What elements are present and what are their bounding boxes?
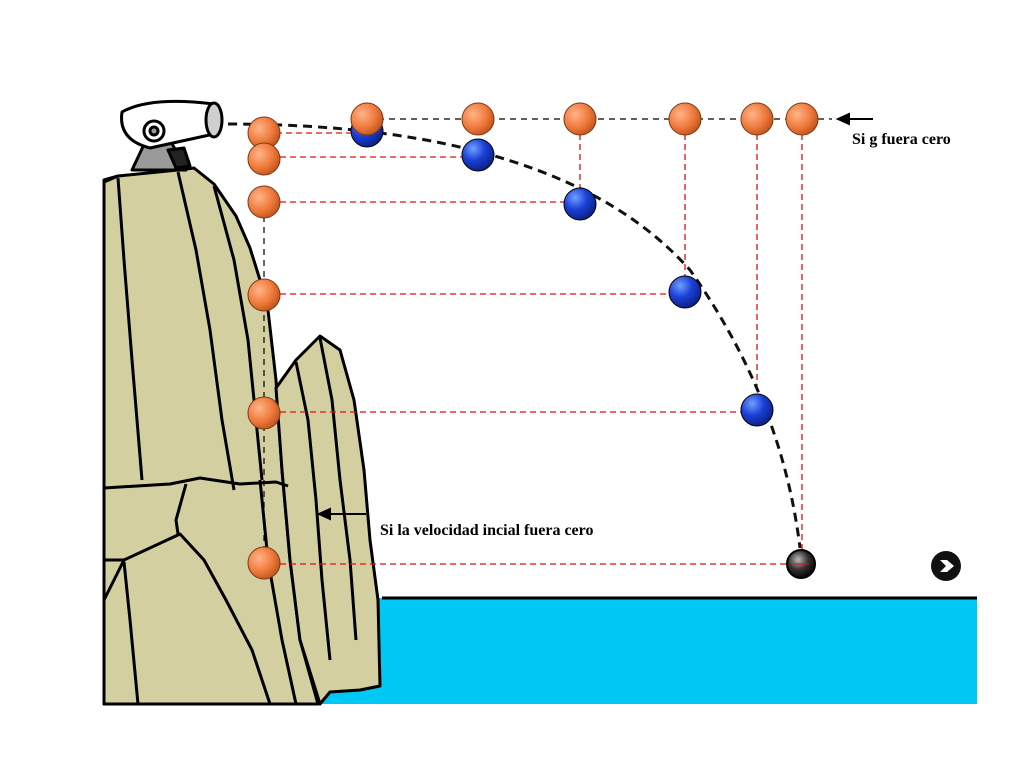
red-guide-lines [276, 132, 803, 565]
orange-ball [247, 185, 281, 219]
cliff [102, 166, 382, 706]
label-velocity-zero: Si la velocidad incial fuera cero [380, 522, 594, 539]
next-button[interactable] [929, 549, 963, 583]
trajectory-curve [227, 122, 802, 549]
play-arrow-icon [931, 551, 961, 581]
orange-ball [247, 278, 281, 312]
orange-ball [350, 102, 384, 136]
orange-ball [247, 546, 281, 580]
orange-ball [247, 396, 281, 430]
orange-balls-left [247, 116, 281, 580]
orange-ball [563, 102, 597, 136]
sea [300, 596, 977, 704]
label-arrows [316, 112, 873, 521]
blue-ball [740, 393, 774, 427]
label-g-zero: Si g fuera cero [852, 131, 951, 148]
blue-ball [461, 138, 495, 172]
orange-ball [247, 142, 281, 176]
orange-ball [740, 102, 774, 136]
blue-balls [350, 114, 816, 579]
blue-ball [563, 187, 597, 221]
orange-ball [785, 102, 819, 136]
blue-ball [668, 275, 702, 309]
cannon-icon [120, 99, 224, 172]
orange-balls-top [350, 102, 819, 136]
orange-ball [461, 102, 495, 136]
orange-ball [668, 102, 702, 136]
